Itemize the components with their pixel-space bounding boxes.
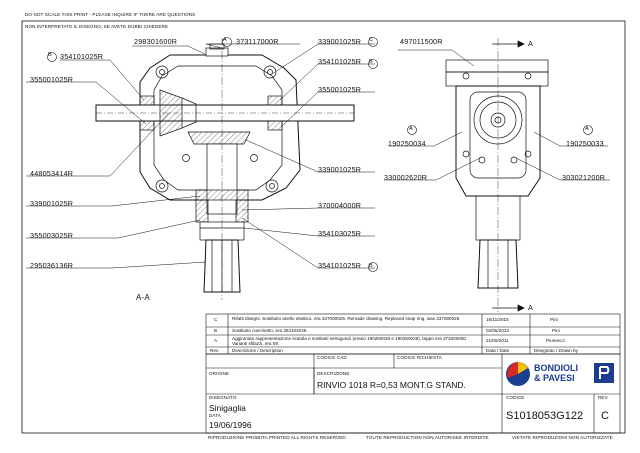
rev-letter: A (214, 338, 218, 343)
rev-description: Aggiornato rappresentazione scatola e so… (232, 336, 468, 347)
description-value: RINVIO 1018 R=0,53 MONT.G STAND. (317, 380, 466, 390)
leader-lines-left (26, 43, 375, 269)
part-label: 373117000R (236, 37, 279, 46)
section-title: A-A (136, 293, 150, 302)
drawing-code: S1018053G122 (506, 410, 584, 422)
drawn-by-value: Sinigaglia (209, 403, 246, 413)
footer-reproduction: TOUTE REPRODUCTION NON AUTORISEE INTERDI… (366, 435, 489, 440)
section-arrow-label: A (528, 39, 533, 48)
part-label: 355001025R (318, 85, 362, 94)
part-label: 339001025R (318, 37, 362, 46)
data-label: DATA (209, 413, 221, 418)
callout-letter: A (409, 126, 413, 132)
rev-header: Descrizione / Description (232, 348, 283, 353)
callout-letter: B (48, 52, 52, 58)
part-label: 355003025R (30, 231, 74, 240)
part-label: 298301600R (134, 37, 178, 46)
cod-richiesta-label: CODICE RICHIESTA (397, 355, 442, 360)
part-label: 295036136R (30, 261, 74, 270)
date-value: 19/06/1996 (209, 420, 252, 430)
rev-author: Piumecci (546, 338, 565, 343)
part-label: 354101025R (60, 52, 104, 61)
callout-letter: A (585, 126, 589, 132)
part-label: 354103025R (318, 229, 362, 238)
rev-date: 16/11/2015 (486, 317, 509, 322)
rev-author: Pini (550, 317, 558, 322)
callout-letter: A (223, 37, 227, 43)
part-label: 497011500R (400, 37, 443, 46)
rev-header: Rev. (210, 348, 220, 353)
brand-name-line2: & PAVESI (534, 373, 575, 383)
brand-logo (506, 362, 614, 386)
footer-reproduction-it: VIETATE RIPRODUZIONI NON AUTORIZZATE (512, 435, 613, 440)
part-label: 355001025R (30, 75, 74, 84)
part-label: 303021200R (562, 173, 606, 182)
part-label: 354101025R (318, 261, 362, 270)
title-block-grid (205, 353, 621, 434)
brand-name-line1: BONDIOLI (534, 363, 578, 373)
callout-letter: B (369, 59, 373, 65)
origine-label: ORIGINE (209, 371, 230, 376)
part-label: 339001025R (30, 199, 74, 208)
rev-header: Data / Date (486, 348, 510, 353)
codice-label: CODICE (506, 395, 525, 400)
part-label: 370004000R (318, 201, 362, 210)
leader-lines-right (384, 49, 610, 181)
part-label: 339001025R (318, 165, 362, 174)
rev-letter: B (214, 328, 218, 333)
rev-value: C (601, 410, 609, 422)
cod-cad-label: CODICE CAD (317, 355, 347, 360)
header-note-it: NON INTERPRETATE IL DISEGNO, SE AVETE DU… (25, 24, 169, 29)
part-label: 448053414R (30, 169, 74, 178)
section-arrow-label: A (528, 303, 533, 312)
part-label: 190250034 (388, 139, 426, 148)
callout-letter: B (369, 263, 373, 269)
front-view (445, 38, 549, 312)
header-note-en: DO NOT SCALE THIS PRINT - PLEASE INQUIRE… (25, 12, 196, 17)
part-label: 354101025R (318, 57, 362, 66)
callout-circles (47, 37, 593, 272)
callout-letter: C (369, 37, 374, 43)
rev-author: Pini (552, 328, 560, 333)
part-label: 330002620R (384, 173, 428, 182)
rev-description: Rifatti disegni. Sostituito anello elast… (232, 316, 460, 321)
part-label: 190250033 (566, 139, 604, 148)
descrizione-label: DESCRIZIONE (317, 371, 350, 376)
footer-rights: RIPRODUZIONE PROIBITA PRINTED ALL RIGHTS… (208, 435, 346, 440)
section-view-aa (95, 38, 355, 300)
rev-header: Disegnato / Drawn by (534, 348, 578, 353)
disegnato-label: DISEGNATO (209, 395, 237, 400)
rev-date: 02/05/2013 (486, 328, 509, 333)
rev-date: 21/06/2011 (486, 338, 509, 343)
rev-description: Sostituito cuscinetto, era 354104025. (232, 328, 308, 333)
rev-label: REV. (598, 395, 609, 400)
rev-letter: C (214, 317, 218, 322)
